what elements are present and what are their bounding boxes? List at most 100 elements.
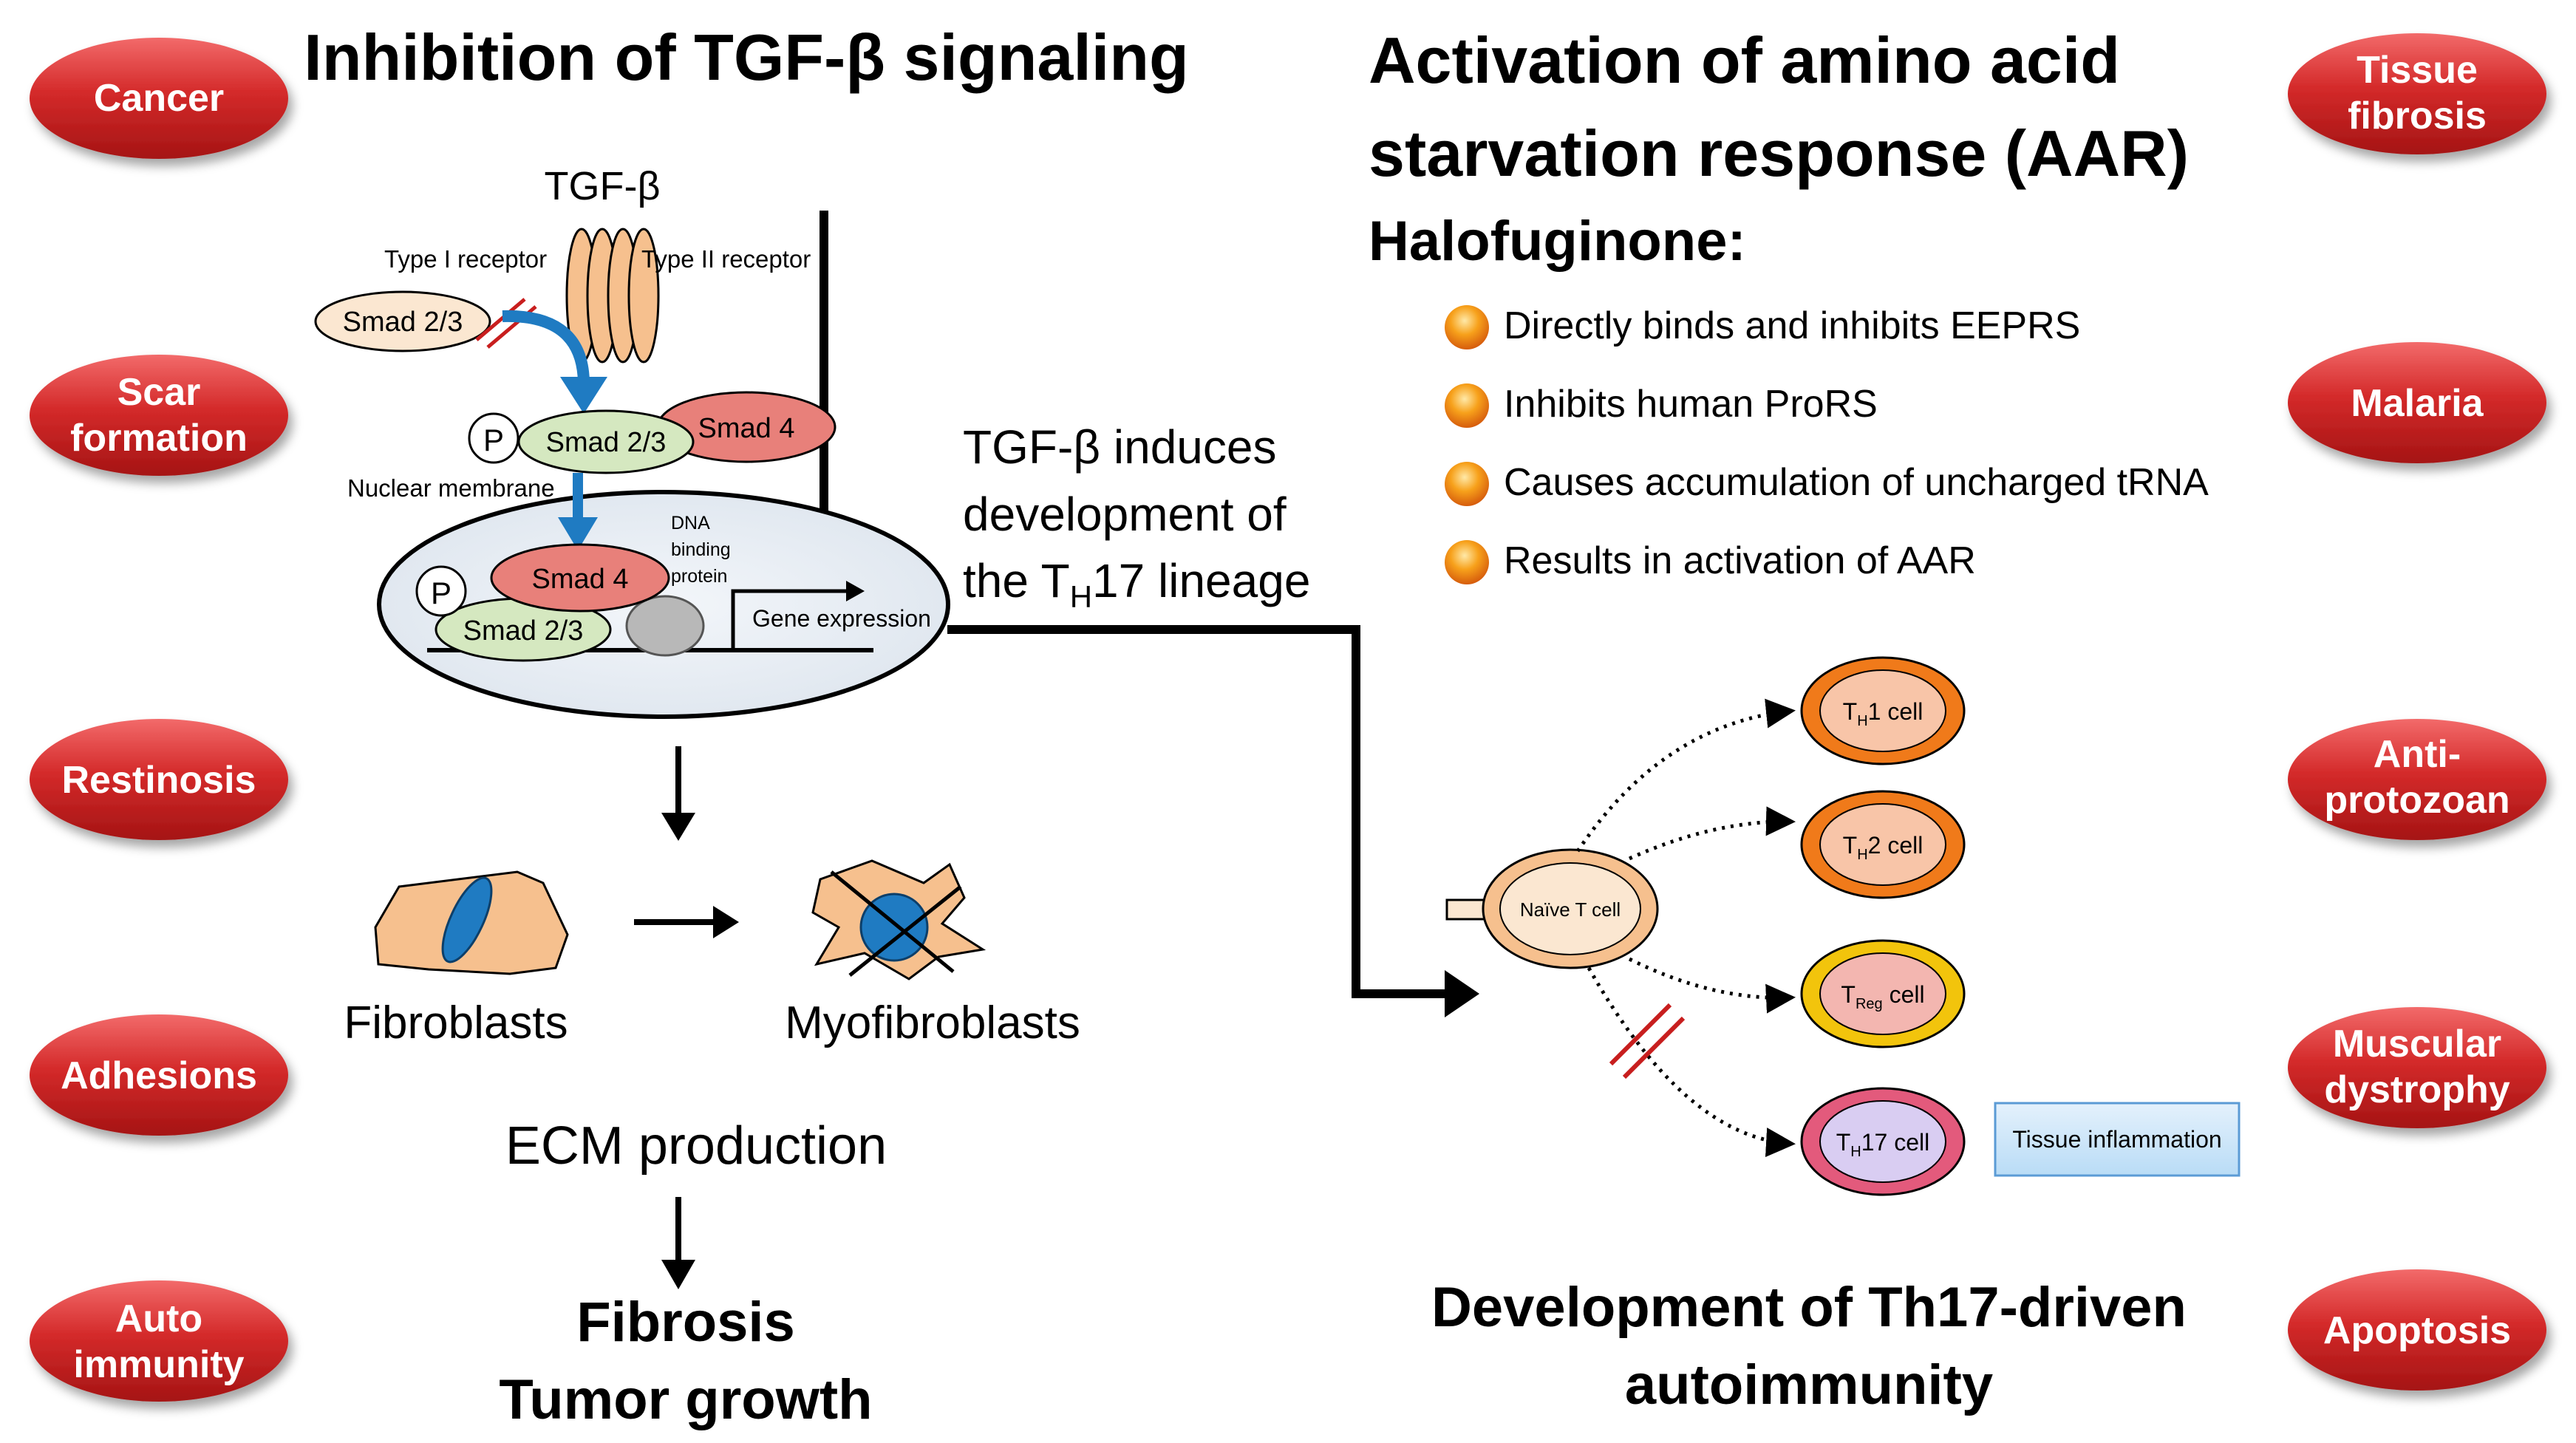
elbow-arrowhead — [1445, 970, 1479, 1017]
phosphate-label: P — [483, 423, 504, 457]
pill-label: Restinosis — [62, 759, 256, 802]
th17-induction-line2: development of — [963, 488, 1287, 541]
tissue-inflammation-box — [1994, 1102, 2241, 1177]
pill-label: protozoan — [2324, 779, 2509, 822]
fibrosis-label: Fibrosis — [576, 1291, 795, 1354]
smad23-label: Smad 2/3 — [343, 307, 463, 338]
bullet-ball-icon — [1445, 540, 1489, 584]
phosphorylation-arrow — [502, 310, 590, 385]
left-pill-cancer — [30, 38, 288, 159]
pill-label: Scar — [117, 371, 201, 414]
myofibroblasts-label: Myofibroblasts — [785, 997, 1080, 1048]
bullet-text: Directly binds and inhibits EEPRS — [1504, 304, 2080, 347]
th1-cell-label: TH1 cell — [1843, 698, 1924, 729]
th17-cell-label: TH17 cell — [1836, 1129, 1930, 1160]
stress-fiber — [830, 870, 955, 973]
pill-label: Malaria — [2351, 382, 2484, 425]
dna-binding-protein — [625, 595, 705, 657]
smad4-label: Smad 4 — [532, 564, 629, 595]
elbow-arrow — [947, 625, 1452, 998]
pill-label: Anti- — [2374, 733, 2461, 776]
left-pill-adhesions — [30, 1014, 288, 1136]
bullet-ball-icon — [1445, 462, 1489, 506]
right-title-line2: starvation response (AAR) — [1369, 117, 2189, 190]
down-arrowhead — [661, 813, 695, 841]
bullet-ball-icon — [1445, 383, 1489, 428]
smad4-nucleus — [490, 543, 670, 613]
pill-label: formation — [70, 417, 248, 460]
pill-label: Muscular — [2333, 1023, 2501, 1065]
smad23-top — [314, 290, 491, 352]
smad4-label: Smad 4 — [698, 413, 795, 444]
tgfb-label: TGF-β — [544, 164, 660, 208]
differentiation-arrow-th1 — [1575, 698, 1796, 853]
right-pill-malaria — [2288, 342, 2546, 463]
th2-cell-nucleus — [1819, 803, 1946, 886]
phosphate-circle — [468, 412, 519, 464]
dna-binding-label: protein — [671, 566, 727, 587]
left-title: Inhibition of TGF-β signaling — [304, 21, 1189, 94]
transition-arrowhead — [713, 906, 739, 938]
fibroblast-nucleus — [441, 876, 493, 963]
phosphorylation-arrowhead — [560, 377, 607, 414]
th17-induction-line3: the TH17 lineage — [963, 554, 1310, 614]
naive-t-cell-nucleus — [1499, 862, 1641, 955]
differentiation-arrow-th2 — [1628, 806, 1796, 861]
pill-label: Tissue — [2357, 49, 2478, 92]
tissue-inflammation-label: Tissue inflammation — [2012, 1126, 2221, 1153]
ecm-label: ECM production — [505, 1116, 887, 1176]
down-arrowhead — [661, 1260, 695, 1289]
smad23-label: Smad 2/3 — [546, 427, 667, 458]
smad23-label: Smad 2/3 — [463, 615, 584, 647]
phosphate-label: P — [431, 576, 452, 610]
fibroblasts-label: Fibroblasts — [344, 997, 568, 1048]
dna-binding-label: DNA — [671, 513, 710, 533]
pill-label: Auto — [115, 1297, 202, 1340]
th17-cell-nucleus — [1819, 1100, 1946, 1183]
halofuginone-heading: Halofuginone: — [1369, 210, 1746, 273]
gene-expression-arrow — [731, 589, 850, 650]
th17-induction-line1: TGF-β induces — [963, 420, 1276, 474]
bullet-ball-icon — [1445, 305, 1489, 349]
right-pill-tissue-fibrosis — [2288, 33, 2546, 154]
differentiation-arrow-treg — [1628, 957, 1796, 1014]
gene-expression-arrowhead — [846, 581, 865, 601]
treg-cell-nucleus — [1819, 952, 1946, 1035]
right-pill-anti-protozoan — [2288, 719, 2546, 840]
bullet-text: Results in activation of AAR — [1504, 539, 1976, 582]
type2-receptor-label: Type II receptor — [641, 245, 811, 273]
phosphate-circle — [415, 565, 467, 617]
right-title-line1: Activation of amino acid — [1369, 24, 2120, 97]
pill-label: fibrosis — [2348, 95, 2487, 137]
receptor-complex — [565, 228, 660, 364]
left-pill-auto-immunity — [30, 1280, 288, 1402]
pill-label: Cancer — [94, 77, 224, 120]
differentiation-arrow-th17 — [1587, 966, 1796, 1158]
bullet-text: Causes accumulation of uncharged tRNA — [1504, 461, 2209, 504]
bottom-right-title-line2: autoimmunity — [1625, 1354, 1993, 1416]
left-pill-restinosis — [30, 719, 288, 840]
naive-t-cell-label: Naïve T cell — [1520, 898, 1621, 921]
pill-label: Apoptosis — [2323, 1309, 2511, 1352]
type1-receptor-label: Type I receptor — [384, 245, 547, 273]
nuclear-import-arrowhead — [558, 517, 598, 550]
dna-binding-label: binding — [671, 539, 731, 560]
th1-cell-nucleus — [1819, 669, 1946, 752]
bullet-text: Inhibits human ProRS — [1504, 383, 1878, 426]
pill-label: Adhesions — [61, 1054, 257, 1097]
th17-inhibition-mark — [1622, 1016, 1686, 1079]
tumor-growth-label: Tumor growth — [499, 1368, 872, 1431]
gene-expression-label: Gene expression — [752, 605, 931, 632]
pill-label: immunity — [73, 1343, 244, 1386]
right-pill-apoptosis — [2288, 1269, 2546, 1391]
left-pill-scar-formation — [30, 355, 288, 476]
right-pill-muscular-dystrophy — [2288, 1007, 2546, 1128]
th17-inhibition-mark — [1609, 1003, 1672, 1066]
inhibition-mark — [475, 298, 526, 341]
treg-cell-label: TReg cell — [1841, 981, 1924, 1012]
stress-fiber — [848, 885, 962, 977]
bottom-right-title-line1: Development of Th17-driven — [1431, 1276, 2187, 1339]
th2-cell-label: TH2 cell — [1843, 832, 1924, 863]
